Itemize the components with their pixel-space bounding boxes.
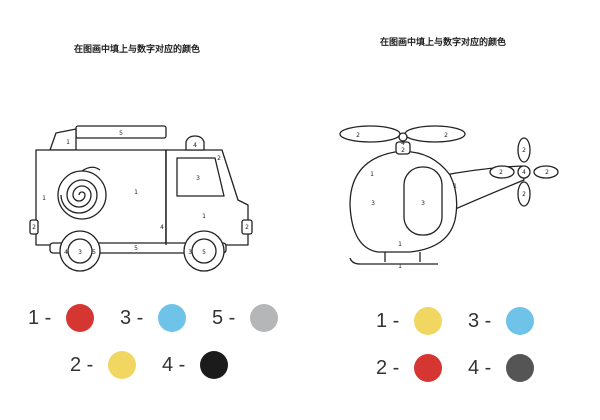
legend-left-item-4: 4 - [162,349,228,381]
heli-tail-rotor-top [517,137,531,163]
color-swatch-light-blue [506,307,534,335]
truck-num-bottom-stripe: 5 [134,245,138,252]
truck-region-numbers: 5 1 4 3 1 1 2 1 2 2 4 5 3 5 3 5 4 [32,130,249,256]
truck-num-ladder: 5 [119,130,123,137]
color-swatch-gray [250,304,278,332]
truck-cab-top [49,128,77,151]
legend-number: 4 - [162,353,186,376]
heli-num-tail-rotor-bottom: 2 [522,191,526,198]
heli-rotor-hub [398,132,408,142]
truck-front-bumper [241,219,253,235]
legend-right-item-3: 3 - [468,305,534,337]
heli-num-tail-rotor-left: 2 [499,169,503,176]
truck-body [35,149,167,246]
heli-tail-rotor-right [533,165,559,179]
truck-num-back: 1 [42,195,46,202]
truck-window [176,157,225,197]
legend-number: 1 - [28,306,52,329]
truck-num-door-line: 4 [160,224,164,231]
hose-spiral [60,179,98,214]
truck-siren [185,135,205,151]
legend-number: 3 - [468,309,492,332]
truck-num-hub-left: 5 [92,249,96,256]
legend-number: 2 - [376,356,400,379]
heli-tail-rotor-hub [517,165,531,179]
heli-region-numbers: 2 2 4 2 1 3 3 1 1 1 2 2 2 2 4 [356,132,549,270]
truck-num-cab-top: 1 [66,139,70,146]
heli-num-body-left: 3 [371,200,375,207]
legend-left-item-2: 2 - [70,349,136,381]
worksheet-title-right: 在图画中填上与数字对应的颜色 [380,38,507,48]
heli-num-tail-rotor-top: 2 [522,147,526,154]
truck-hub-right [191,238,217,264]
heli-skid [349,257,438,265]
truck-num-back-bumper: 2 [32,224,36,231]
truck-num-wheel-left: 3 [78,249,82,256]
heli-num-rotor-hub: 4 [401,140,405,147]
legend-number: 2 - [70,353,94,376]
legend-left-item-5: 5 - [212,302,278,334]
color-swatch-dark-gray [506,354,534,382]
color-swatch-red [66,304,94,332]
truck-num-hub-right: 5 [202,249,206,256]
legend-number: 4 - [468,356,492,379]
color-swatch-yellow [108,351,136,379]
heli-rotor-right [404,125,466,143]
hose-end [81,166,101,172]
heli-num-tail: 1 [453,183,457,190]
truck-num-wheel-gap: 4 [64,249,68,256]
heli-num-window: 3 [421,200,425,207]
truck-num-wheel-right: 3 [188,249,192,256]
heli-tail-rotor-bottom [517,181,531,207]
legend-number: 3 - [120,306,144,329]
heli-num-rotor-right: 2 [444,132,448,139]
truck-back-bumper [29,219,39,235]
color-swatch-yellow [414,307,442,335]
fire-truck-drawing [29,125,253,272]
legend-right-item-4: 4 - [468,352,534,384]
truck-hub-left [67,238,93,264]
heli-window [403,166,443,236]
color-swatch-black [200,351,228,379]
legend-number: 1 - [376,309,400,332]
heli-num-rotor-left: 2 [356,132,360,139]
legend-right-item-1: 1 - [376,305,442,337]
heli-num-mast: 2 [401,147,405,154]
truck-num-siren: 4 [193,142,197,149]
heli-num-tail-rotor-hub: 4 [522,169,526,176]
heli-num-skid: 1 [398,263,402,270]
truck-num-body: 1 [134,189,138,196]
color-swatch-red [414,354,442,382]
legend-number: 5 - [212,306,236,329]
heli-tail-rotor-left [489,165,515,179]
helicopter-drawing [339,125,559,265]
color-swatch-light-blue [158,304,186,332]
truck-num-front-bumper: 2 [245,224,249,231]
truck-num-window: 3 [196,175,200,182]
legend-left-item-3: 3 - [120,302,186,334]
worksheet-title-left: 在图画中填上与数字对应的颜色 [74,45,201,55]
heli-num-body-bottom: 1 [398,241,402,248]
legend-right-item-2: 2 - [376,352,442,384]
truck-num-grille: 2 [217,155,221,162]
heli-rotor-left [339,125,401,143]
heli-mast [395,141,411,155]
heli-num-tail-rotor-right: 2 [545,169,549,176]
legend-left-item-1: 1 - [28,302,94,334]
heli-num-body-top: 1 [370,171,374,178]
truck-num-cab-lower: 1 [202,213,206,220]
